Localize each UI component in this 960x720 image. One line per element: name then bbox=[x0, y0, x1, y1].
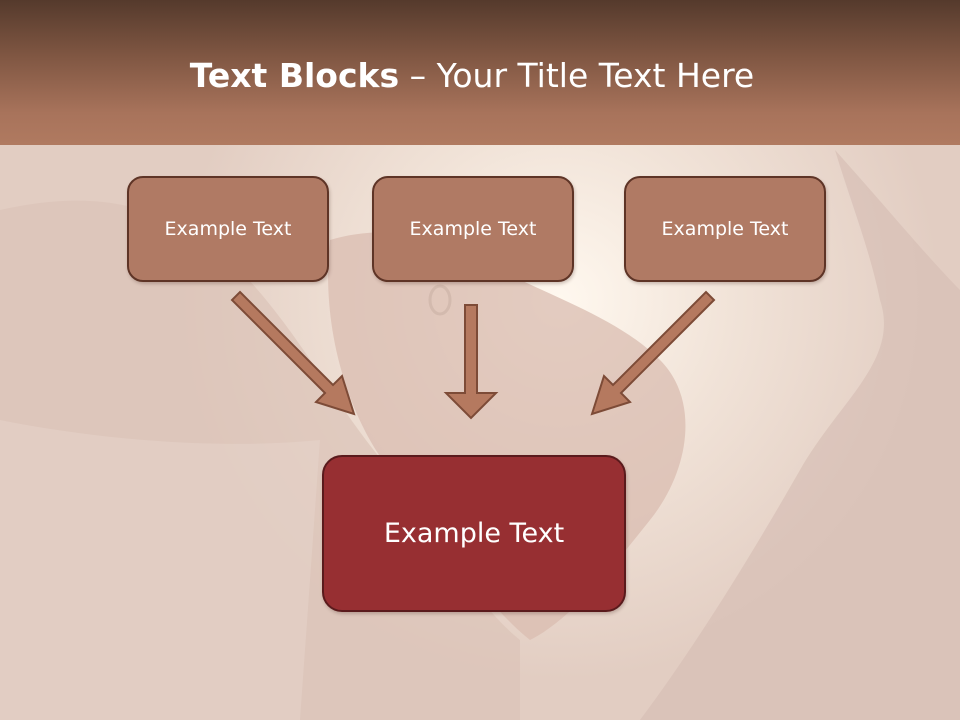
arrow-right-diagonal bbox=[590, 290, 716, 416]
main-text-block[interactable]: Example Text bbox=[322, 455, 626, 612]
title-bar: Text Blocks – Your Title Text Here bbox=[0, 0, 960, 145]
slide-title-rest: – Your Title Text Here bbox=[399, 56, 755, 95]
slide-title: Text Blocks – Your Title Text Here bbox=[0, 54, 944, 98]
arrow-left-diagonal bbox=[230, 290, 356, 416]
text-block-1-label: Example Text bbox=[164, 218, 292, 240]
arrow-center-down bbox=[443, 304, 499, 420]
main-text-block-label: Example Text bbox=[383, 518, 565, 549]
text-block-1[interactable]: Example Text bbox=[127, 176, 329, 282]
text-block-3-label: Example Text bbox=[661, 218, 789, 240]
text-block-3[interactable]: Example Text bbox=[624, 176, 826, 282]
text-block-2-label: Example Text bbox=[409, 218, 537, 240]
text-block-2[interactable]: Example Text bbox=[372, 176, 574, 282]
slide-title-bold: Text Blocks bbox=[189, 56, 400, 95]
